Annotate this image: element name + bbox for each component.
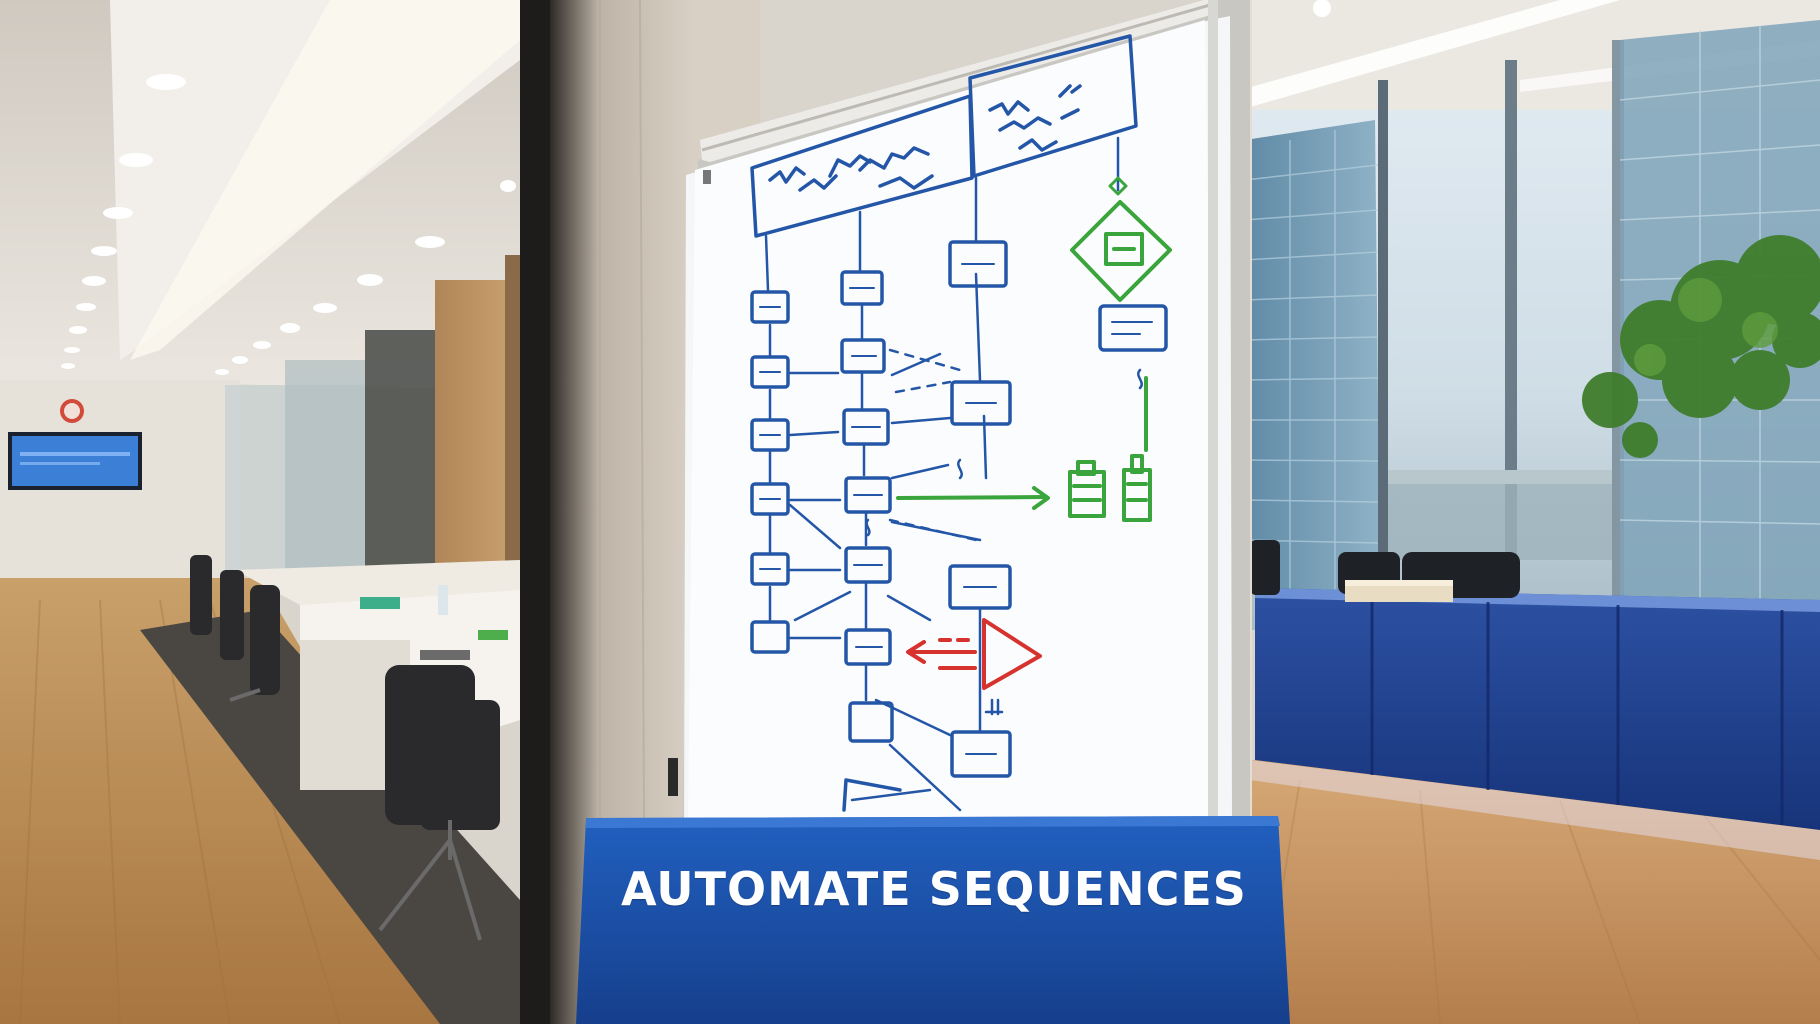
cabinet xyxy=(1255,588,1820,830)
sign-label: AUTOMATE SEQUENCES xyxy=(621,862,1247,916)
